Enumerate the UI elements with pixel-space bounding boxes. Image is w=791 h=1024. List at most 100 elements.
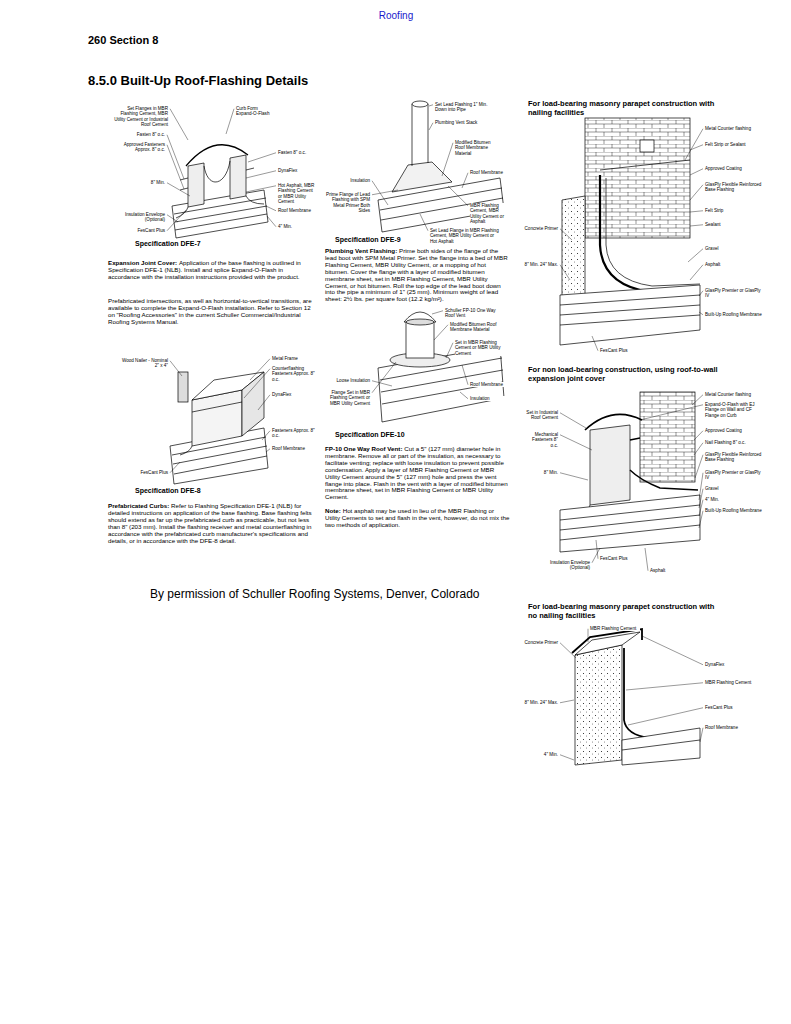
leader-line — [560, 700, 574, 703]
callout-label: MBR Flashing Cement — [590, 626, 640, 631]
callout-label: Mechanical Fasteners 8" o.c. — [524, 432, 558, 448]
leader-line — [690, 169, 703, 175]
page-number: 260 Section 8 — [88, 34, 228, 47]
callout-label: 8" Min. 24" Max. — [524, 700, 558, 705]
figure-caption: Specification DFE-7 — [135, 240, 265, 248]
callout-label: DynaFlex — [272, 392, 317, 397]
leader-line — [690, 211, 703, 212]
callout-label: Felt Strip or Sealant — [705, 142, 765, 147]
leader-line — [560, 643, 576, 658]
leader-line — [226, 109, 234, 134]
callout-label: GlasPly Premier or GlasPly IV — [705, 288, 765, 299]
callout-label: Gravel — [705, 246, 765, 251]
callout-label: Fasten 8" o.c. — [278, 150, 318, 155]
expansion-joint-wall-figure — [560, 392, 700, 552]
callout-label: FesCant Plus — [118, 470, 168, 475]
paragraph-text: Cut a 5" (127 mm) diameter hole in membr… — [325, 445, 508, 500]
callout-label: FesCant Plus — [705, 705, 765, 710]
running-header: Roofing — [356, 10, 436, 22]
leader-line — [167, 215, 178, 222]
leader-line — [699, 473, 703, 500]
leader-line — [167, 210, 186, 231]
leader-line — [244, 369, 270, 398]
leader-line — [170, 462, 180, 473]
leader-line — [372, 381, 392, 386]
leader-line — [420, 214, 428, 231]
callout-label: Insulation — [330, 178, 370, 183]
leader-line — [167, 183, 190, 196]
leader-line — [167, 145, 184, 189]
leader-line — [626, 683, 703, 690]
paragraph-lead-in: Expansion Joint Cover: — [108, 259, 177, 266]
leader-line — [267, 216, 276, 227]
leader-line — [560, 265, 570, 280]
callout-label: MBR Flashing Cement, MBR Utility Cement … — [470, 203, 505, 224]
leader-line — [685, 129, 703, 160]
leader-line — [448, 186, 468, 206]
leader-line — [690, 225, 703, 226]
leader-line — [694, 443, 703, 455]
callout-label: Modified Bitumen Roof Membrane Material — [455, 140, 500, 156]
leader-line — [460, 392, 468, 399]
paragraph-lead-in: Note: — [325, 507, 341, 514]
expansion-joint-figure — [172, 145, 268, 238]
paragraph: Prefabricated intersections, as well as … — [108, 298, 313, 326]
callout-label: Fasten 8" o.c. — [115, 132, 165, 137]
leader-line — [642, 636, 703, 665]
callout-label: Insulation Envelope (Optional) — [545, 560, 590, 571]
callout-label: Schuller FP-10 One Way Roof Vent — [445, 308, 500, 319]
leader-line — [372, 181, 388, 205]
callout-label: 8" Min. — [120, 180, 165, 185]
callout-label: DynaFlex — [705, 662, 765, 667]
leader-line — [372, 190, 398, 195]
callout-label: MBR Flashing Cement — [705, 680, 765, 685]
callout-label: GlasPly Premier or GlasPly IV — [705, 470, 765, 481]
section-title: 8.5.0 Built-Up Roof-Flashing Details — [88, 74, 308, 89]
callout-label: GlasPly Flexible Reinforced Base Flashin… — [705, 452, 765, 463]
leader-line — [560, 413, 586, 428]
callout-label: FesCant Plus — [600, 556, 640, 561]
callout-label: Fasteners Approx. 8" o.c. — [272, 428, 317, 439]
figure-heading: For load-bearing masonry parapet constru… — [528, 100, 718, 117]
leader-line — [246, 186, 276, 192]
callout-label: Sealant — [705, 222, 765, 227]
leader-line — [429, 105, 433, 106]
callout-label: Nail Flashing 8" o.c. — [705, 440, 765, 445]
callout-label: Built-Up Roofing Membrane — [705, 312, 765, 317]
callout-label: 8" Min. — [524, 470, 558, 475]
leader-line — [695, 455, 703, 478]
callout-label: 8" Min. 24" Max. — [524, 262, 558, 267]
leader-line — [560, 229, 572, 240]
paragraph: Note:Hot asphalt may be used in lieu of … — [325, 508, 510, 529]
callout-label: FesCant Plus — [115, 228, 165, 233]
parapet-nailing-figure — [560, 118, 700, 345]
callout-label: Concrete Primer — [524, 226, 558, 231]
callout-label: Modified Bitumen Roof Membrane Material — [450, 322, 500, 333]
callout-label: Metal Counter flashing — [705, 126, 765, 131]
callout-label: Flange Set in MBR Flashing Cement or MBR… — [325, 390, 370, 406]
callout-label: Curb Form Expand-O-Flash — [236, 106, 276, 117]
leader-line — [694, 431, 703, 440]
callout-label: Expand-O-Flash with EJ Flange on Wall an… — [705, 402, 765, 418]
parapet-no-nailing-figure — [572, 629, 700, 765]
paragraph-text: Prefabricated intersections, as well as … — [108, 297, 312, 325]
paragraph: Plumbing Vent Flashing:Prime both sides … — [325, 248, 510, 303]
callout-label: FesCant Plus — [600, 348, 640, 353]
callout-label: Set Lead Flashing 1" Min. Down into Pipe — [435, 102, 495, 113]
leader-line — [446, 343, 453, 358]
callout-label: Approved Fasteners Approx. 8" o.c. — [115, 142, 165, 153]
roof-vent-figure — [378, 312, 504, 422]
callout-label: Roof Membrane — [272, 446, 317, 451]
leader-line — [560, 755, 574, 760]
leader-line — [170, 109, 188, 140]
callout-label: Built-Up Roofing Membrane — [705, 508, 765, 513]
leader-line — [560, 435, 592, 450]
leader-line — [462, 173, 468, 188]
callout-label: Plumbing Vent Stack — [435, 120, 495, 125]
callout-label: 4" Min. — [524, 752, 558, 757]
callout-label: Insulation Envelope (Optional) — [115, 212, 165, 223]
callout-label: Insulation — [470, 396, 505, 401]
paragraph-lead-in: Plumbing Vent Flashing: — [325, 247, 397, 254]
paragraph-text: Hot asphalt may be used in lieu of the M… — [325, 507, 509, 528]
leader-line — [699, 291, 703, 296]
